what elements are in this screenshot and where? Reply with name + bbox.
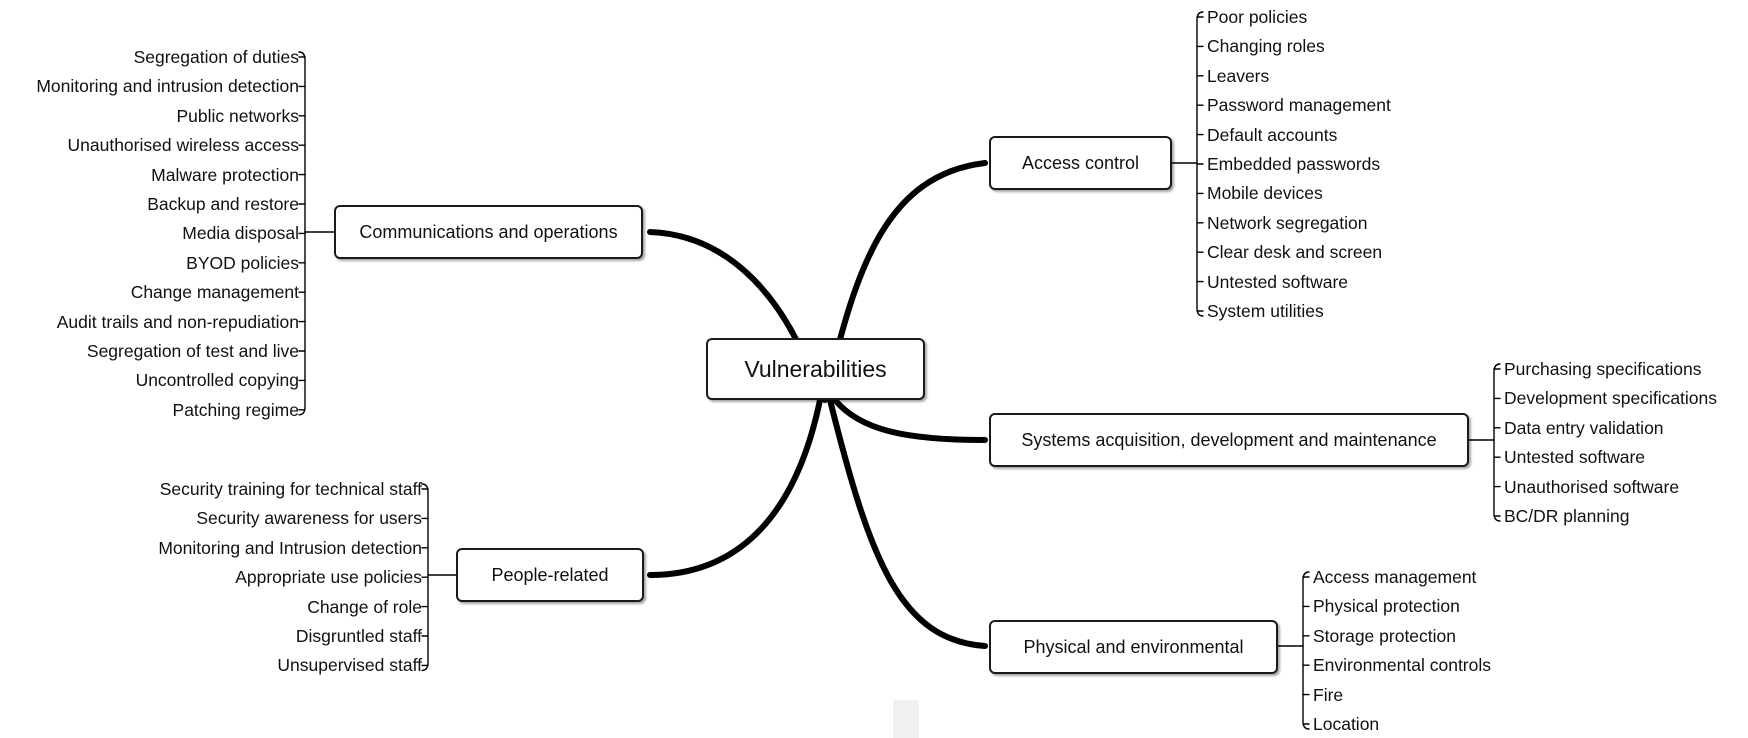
leaf-comms-item: Monitoring and intrusion detection [36,76,299,97]
branch-systems-acquisition-label: Systems acquisition, development and mai… [1021,429,1437,450]
leaf-access-item: Mobile devices [1207,183,1323,204]
bracket-physical [1302,571,1310,730]
leaf-physical-item: Storage protection [1313,625,1457,646]
branch-physical-and-environmental-label: Physical and environmental [1023,636,1244,657]
leaf-comms-item: Segregation of test and live [86,341,299,361]
branch-access-control: Access control [989,136,1172,190]
leaf-comms-item: Segregation of duties [133,47,299,67]
leaf-access-item: Clear desk and screen [1207,242,1383,263]
leaf-systems-item: Data entry validation [1504,417,1664,438]
branch-people-related: People-related [456,548,644,602]
leaf-comms-item: Media disposal [182,223,299,244]
leaf-comms-item: Patching regime [172,399,299,420]
leaf-people-item: Appropriate use policies [235,567,422,588]
branch-systems-acquisition: Systems acquisition, development and mai… [989,413,1469,467]
center-node: Vulnerabilities [706,338,925,400]
leaf-systems-item: Untested software [1504,447,1646,468]
branch-communications-and-operations-label: Communications and operations [359,221,618,242]
leaf-access-item: Untested software [1207,271,1349,292]
leaf-systems-item: BC/DR planning [1504,506,1630,526]
leaf-comms-item: Uncontrolled copying [135,370,299,391]
edge-to-systems [832,397,988,443]
branch-communications-and-operations: Communications and operations [334,205,643,259]
leaf-access-item: System utilities [1207,301,1324,321]
leaf-people-item: Security training for technical staff [159,479,422,499]
faint-artifact [893,700,919,738]
leaf-systems-item: Development specifications [1504,388,1718,409]
edge-to-physical [827,397,988,649]
leaf-physical-item: Physical protection [1313,596,1460,617]
leaf-physical-item: Fire [1313,684,1344,705]
center-node-label: Vulnerabilities [744,355,887,382]
leaf-comms-item: Backup and restore [147,194,299,214]
leaf-physical-item: Environmental controls [1313,655,1491,676]
leaf-access-item: Password management [1207,95,1391,116]
branch-physical-and-environmental: Physical and environmental [989,620,1278,674]
leaf-comms-item: Unauthorised wireless access [67,135,300,156]
leaf-access-item: Changing roles [1207,36,1325,57]
leaf-access-item: Default accounts [1207,124,1338,145]
leaf-systems-item: Unauthorised software [1504,476,1680,497]
leaf-access-item: Embedded passwords [1207,154,1381,174]
leaf-comms-item: BYOD policies [186,252,299,273]
leaf-comms-item: Malware protection [151,164,299,185]
leaf-people-item: Monitoring and Intrusion detection [158,537,422,558]
branch-access-control-label: Access control [1021,152,1140,173]
leaf-access-item: Poor policies [1207,7,1308,27]
leaf-people-item: Security awareness for users [196,508,422,529]
leaf-people-item: Unsupervised staff [277,655,422,676]
leaf-people-item: Change of role [307,596,422,617]
leaf-comms-item: Audit trails and non-repudiation [56,311,299,332]
leaf-systems-item: Purchasing specifications [1504,359,1702,379]
leaf-comms-item: Change management [130,282,299,303]
bracket-systems [1493,363,1501,522]
leaf-access-item: Leavers [1207,65,1270,86]
leaf-people-item: Disgruntled staff [295,626,422,646]
branch-people-related-label: People-related [491,564,609,585]
leaf-access-item: Network segregation [1207,212,1368,233]
leaf-physical-item: Location [1313,714,1380,734]
leaf-physical-item: Access management [1313,567,1477,587]
edge-to-people [647,397,823,578]
leaf-comms-item: Public networks [176,105,299,126]
